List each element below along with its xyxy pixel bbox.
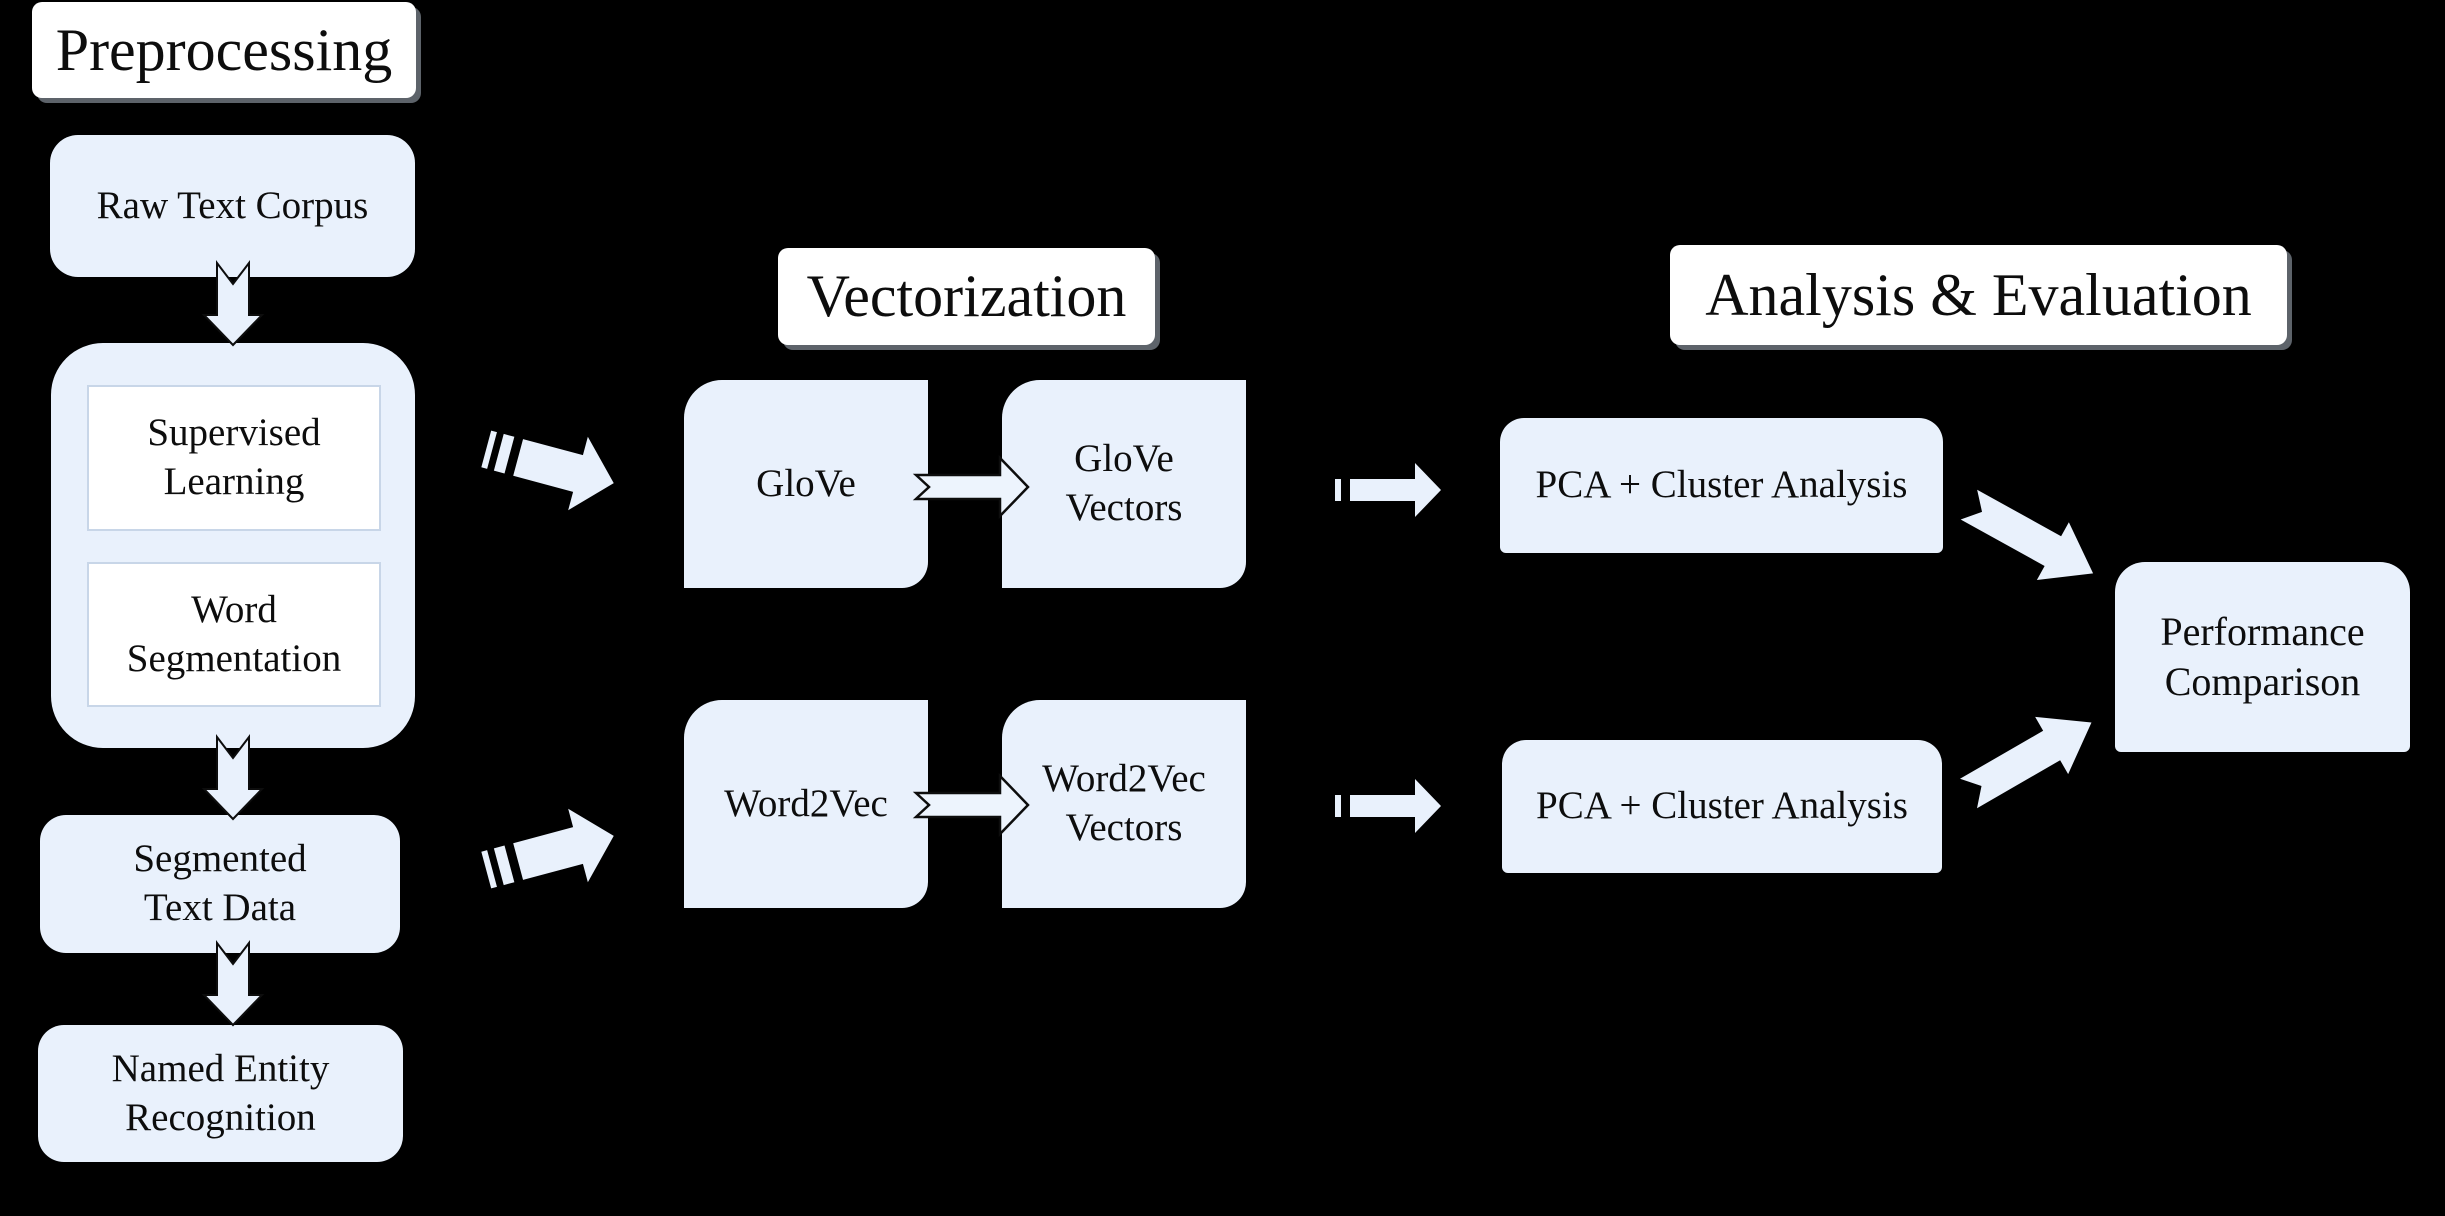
node-performance-comparison: Performance Comparison <box>2115 562 2410 752</box>
down-arrow-group-to-segmented-icon <box>201 734 265 821</box>
striped-arrow-glove-vectors-to-pca-icon <box>1335 463 1441 517</box>
node-segmented-text-data: Segmented Text Data <box>40 815 400 953</box>
down-arrow-raw-to-group-icon <box>201 260 265 347</box>
node-word2vec: Word2Vec <box>684 700 928 908</box>
notch-arrow-glove-to-glove-vectors-icon <box>912 454 1030 520</box>
striped-arrow-segmented-to-word2vec-icon <box>481 808 614 889</box>
striped-arrow-preprocessing-to-glove-icon <box>481 430 614 511</box>
striped-arrow-word2vec-vectors-to-pca-icon <box>1335 779 1441 833</box>
node-word2vec-vectors: Word2Vec Vectors <box>1002 700 1246 908</box>
node-pca-cluster-analysis-bottom: PCA + Cluster Analysis <box>1502 740 1942 873</box>
node-raw-text-corpus: Raw Text Corpus <box>50 135 415 277</box>
node-glove-vectors: GloVe Vectors <box>1002 380 1246 588</box>
down-arrow-segmented-to-ner-icon <box>201 940 265 1027</box>
section-label-preprocessing: Preprocessing <box>32 2 416 98</box>
chevron-arrow-pca-top-to-performance-icon <box>1960 489 2094 580</box>
node-supervised-learning: Supervised Learning <box>87 385 381 531</box>
node-glove: GloVe <box>684 380 928 588</box>
node-pca-cluster-analysis-top: PCA + Cluster Analysis <box>1500 418 1943 553</box>
node-named-entity-recognition: Named Entity Recognition <box>38 1025 403 1162</box>
chevron-arrow-pca-bottom-to-performance-icon <box>1960 716 2092 809</box>
node-word-segmentation: Word Segmentation <box>87 562 381 707</box>
notch-arrow-word2vec-to-word2vec-vectors-icon <box>912 772 1030 838</box>
section-label-analysis-evaluation: Analysis & Evaluation <box>1670 245 2287 345</box>
section-label-vectorization: Vectorization <box>778 248 1155 345</box>
